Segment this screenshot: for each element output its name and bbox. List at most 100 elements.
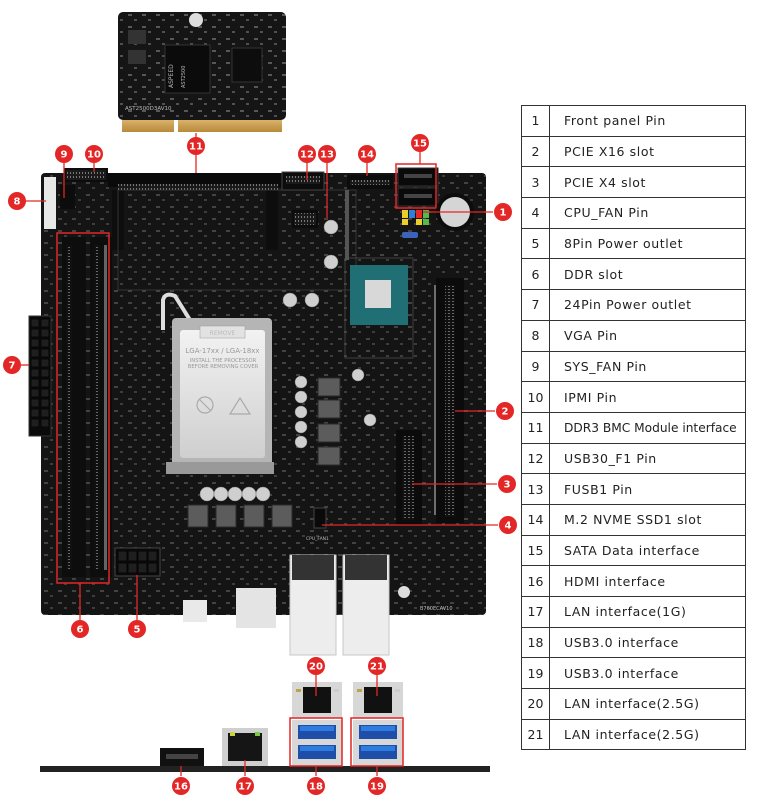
legend-label: USB30_F1 Pin — [549, 442, 746, 475]
onboard-lan-1g — [236, 588, 276, 628]
legend-label: LAN interface(1G) — [549, 596, 746, 628]
socket-notice: INSTALL THE PROCESSOR BEFORE REMOVING CO… — [187, 358, 259, 370]
svg-text:5: 5 — [134, 625, 141, 636]
legend-label: IPMI Pin — [549, 381, 746, 413]
lan-1g-port — [222, 728, 268, 766]
legend-number: 5 — [521, 227, 550, 260]
callout-10: 10 — [85, 145, 103, 163]
svg-text:11: 11 — [189, 142, 203, 153]
hdmi-port — [160, 748, 204, 766]
legend-number: 9 — [521, 350, 550, 383]
legend-label: SATA Data interface — [549, 534, 746, 567]
lan-2-5g-port-2 — [353, 682, 403, 718]
callout-19: 19 — [368, 777, 386, 795]
vga-header — [44, 177, 56, 229]
legend-label: VGA Pin — [549, 319, 746, 352]
callout-6: 6 — [71, 620, 89, 638]
bmc-memory-chip — [231, 47, 263, 83]
legend-number: 16 — [521, 565, 550, 597]
svg-text:13: 13 — [320, 150, 334, 161]
socket-warning-icon — [228, 396, 252, 415]
svg-text:19: 19 — [370, 782, 384, 793]
callout-21: 21 — [368, 657, 386, 675]
callout-5: 5 — [128, 620, 146, 638]
cpu-socket: REMOVE LGA-17xx / LGA-18xx INSTALL THE P… — [161, 292, 274, 474]
callout-3: 3 — [498, 475, 516, 493]
bmc-chip — [164, 44, 211, 94]
svg-text:17: 17 — [238, 782, 252, 793]
sys-fan-header — [60, 185, 75, 209]
cpu-fan-silk: CPU_FAN1 — [306, 536, 329, 542]
bmc-module-id: AST2500D3AV10 — [125, 106, 172, 112]
rear-io-panel — [40, 682, 490, 772]
legend-number: 15 — [521, 534, 550, 567]
onboard-hdmi — [183, 600, 207, 622]
legend-label: FUSB1 Pin — [549, 473, 746, 505]
callout-14: 14 — [358, 145, 376, 163]
ddr-highlight-box — [56, 232, 110, 584]
socket-title: LGA-17xx / LGA-18xx — [185, 347, 259, 355]
legend-number: 18 — [521, 626, 550, 659]
callout-16: 16 — [172, 777, 190, 795]
legend-number: 3 — [521, 166, 550, 199]
legend-label: 24Pin Power outlet — [549, 289, 746, 321]
callout-8: 8 — [8, 192, 26, 210]
bmc-chip-brand: ASPEED — [168, 64, 175, 88]
callout-18: 18 — [307, 777, 325, 795]
callout-11: 11 — [187, 137, 205, 155]
legend-label: DDR3 BMC Module interface — [549, 411, 746, 444]
cpu-fan-header — [313, 507, 327, 529]
legend-label: M.2 NVME SSD1 slot — [549, 503, 746, 536]
pcie-x16-slot — [434, 278, 464, 523]
bmc-standoff — [189, 13, 203, 27]
svg-text:15: 15 — [413, 139, 427, 150]
svg-text:6: 6 — [77, 625, 84, 636]
socket-remove-label: REMOVE — [210, 330, 236, 337]
bmc-gold-fingers — [122, 120, 282, 132]
callout-12: 12 — [298, 145, 316, 163]
legend-number: 2 — [521, 135, 550, 168]
svg-text:12: 12 — [300, 150, 314, 161]
legend-number: 4 — [521, 197, 550, 229]
legend-label: PCIE X16 slot — [549, 135, 746, 168]
board-model: B760ECAV10 — [420, 606, 453, 612]
callout-7: 7 — [3, 356, 21, 374]
socket-no-touch-icon — [196, 396, 214, 414]
svg-text:8: 8 — [14, 197, 21, 208]
legend-label: 8Pin Power outlet — [549, 227, 746, 260]
callout-2: 2 — [496, 402, 514, 420]
legend-number: 12 — [521, 442, 550, 475]
svg-text:14: 14 — [360, 150, 374, 161]
legend-number: 10 — [521, 381, 550, 413]
legend-number: 14 — [521, 503, 550, 536]
bmc-slot — [108, 173, 283, 187]
bmc-chip-model: AST2500 — [181, 66, 187, 88]
jumper — [402, 232, 418, 238]
svg-text:7: 7 — [9, 361, 16, 372]
svg-text:21: 21 — [370, 662, 384, 673]
legend-number: 8 — [521, 319, 550, 352]
legend-label: USB3.0 interface — [549, 657, 746, 690]
legend-label: USB3.0 interface — [549, 626, 746, 659]
callout-4: 4 — [499, 516, 517, 534]
legend-number: 21 — [521, 718, 550, 751]
legend-label: LAN interface(2.5G) — [549, 688, 746, 720]
svg-text:18: 18 — [309, 782, 323, 793]
legend-number: 20 — [521, 688, 550, 720]
